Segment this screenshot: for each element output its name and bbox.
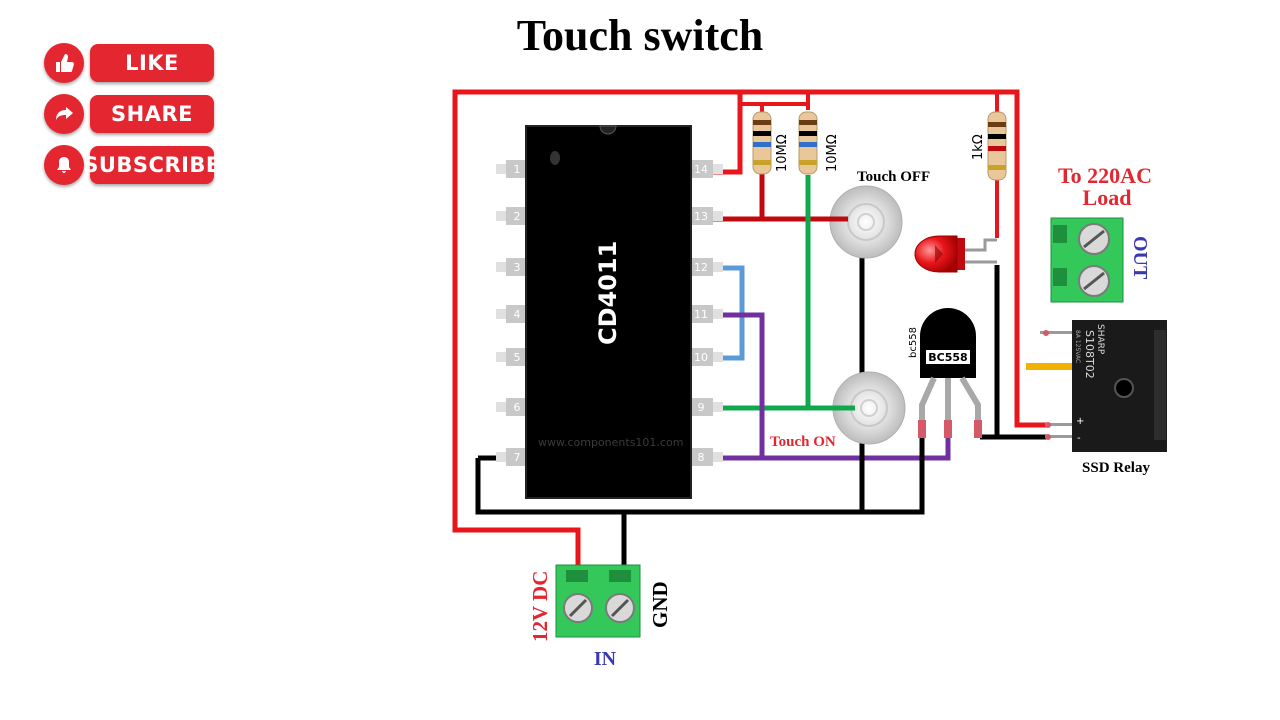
svg-text:2: 2 <box>514 210 521 223</box>
ic-cd4011: CD4011 www.components101.com 1 2 3 4 5 6… <box>496 125 723 499</box>
touch-off-label: Touch OFF <box>857 169 930 185</box>
thumbs-up-icon <box>44 43 84 83</box>
like-label: LIKE <box>90 44 214 82</box>
transistor-bc558: BC558 bc558 <box>908 308 982 438</box>
ic-left-pins <box>496 160 528 466</box>
ic-right-pins <box>689 160 723 466</box>
diagram-title: Touch switch <box>516 11 764 60</box>
ic-watermark: www.components101.com <box>538 436 683 449</box>
svg-text:SHARP: SHARP <box>1095 324 1105 355</box>
ic-body <box>525 125 692 499</box>
svg-text:8: 8 <box>698 451 705 464</box>
wire-gnd-bus <box>475 435 925 515</box>
share-button[interactable]: SHARE <box>44 94 214 134</box>
ic-pin1-dot <box>550 151 560 165</box>
svg-text:10: 10 <box>694 351 708 364</box>
touch-on-label: Touch ON <box>770 434 836 450</box>
svg-text:S108T02: S108T02 <box>1083 330 1096 379</box>
svg-text:1kΩ: 1kΩ <box>971 134 986 160</box>
like-button[interactable]: LIKE <box>44 43 214 83</box>
relay-label: SSD Relay <box>1082 460 1150 476</box>
svg-text:9: 9 <box>698 401 705 414</box>
wires <box>452 89 1048 565</box>
output-terminal-block <box>1050 217 1124 303</box>
out-label: OUT <box>1129 236 1151 280</box>
wire-pin14 <box>712 92 743 175</box>
svg-text:12: 12 <box>694 261 708 274</box>
svg-text:BC558: BC558 <box>928 351 967 364</box>
subscribe-button[interactable]: SUBSCRIBE <box>44 145 220 185</box>
share-label: SHARE <box>90 95 214 133</box>
in-label: IN <box>594 648 617 670</box>
load-label-line1: To 220AC <box>1058 163 1152 188</box>
resistor-1k: 1kΩ <box>971 111 1007 181</box>
svg-text:13: 13 <box>694 210 708 223</box>
svg-text:10MΩ: 10MΩ <box>825 134 840 172</box>
wire-vcc <box>452 89 1048 565</box>
svg-text:11: 11 <box>694 308 708 321</box>
ic-label: CD4011 <box>594 241 622 345</box>
wire-base <box>762 435 951 461</box>
ssd-relay: SHARP S108T02 8A 125VAC + - <box>1026 320 1167 452</box>
svg-text:+: + <box>1076 416 1084 427</box>
wire-led-collector <box>980 265 1000 440</box>
touch-off-pad <box>829 185 903 259</box>
wire-pin11 <box>712 312 765 461</box>
resistor-10m-2: 10MΩ <box>798 111 840 175</box>
svg-text:10MΩ: 10MΩ <box>775 134 790 172</box>
bell-icon <box>44 145 84 185</box>
ic-pin-numbers: 1 2 3 4 5 6 7 14 13 12 11 10 9 8 <box>514 163 709 464</box>
svg-text:14: 14 <box>694 163 708 176</box>
svg-text:6: 6 <box>514 401 521 414</box>
subscribe-label: SUBSCRIBE <box>83 146 220 184</box>
share-arrow-icon <box>44 94 84 134</box>
svg-text:3: 3 <box>514 261 521 274</box>
svg-text:5: 5 <box>514 351 521 364</box>
input-terminal-block <box>555 564 641 638</box>
resistor-10m-1: 10MΩ <box>752 111 790 175</box>
led <box>914 235 997 273</box>
gnd-label: GND <box>648 581 672 628</box>
svg-text:bc558: bc558 <box>908 327 919 358</box>
svg-text:8A 125VAC: 8A 125VAC <box>1074 330 1081 363</box>
svg-text:-: - <box>1077 433 1081 444</box>
svg-text:7: 7 <box>514 451 521 464</box>
svg-text:1: 1 <box>514 163 521 176</box>
supply-label: 12V DC <box>528 571 552 642</box>
ic-notch <box>599 125 617 135</box>
load-label-line2: Load <box>1083 185 1132 210</box>
svg-text:4: 4 <box>514 308 521 321</box>
